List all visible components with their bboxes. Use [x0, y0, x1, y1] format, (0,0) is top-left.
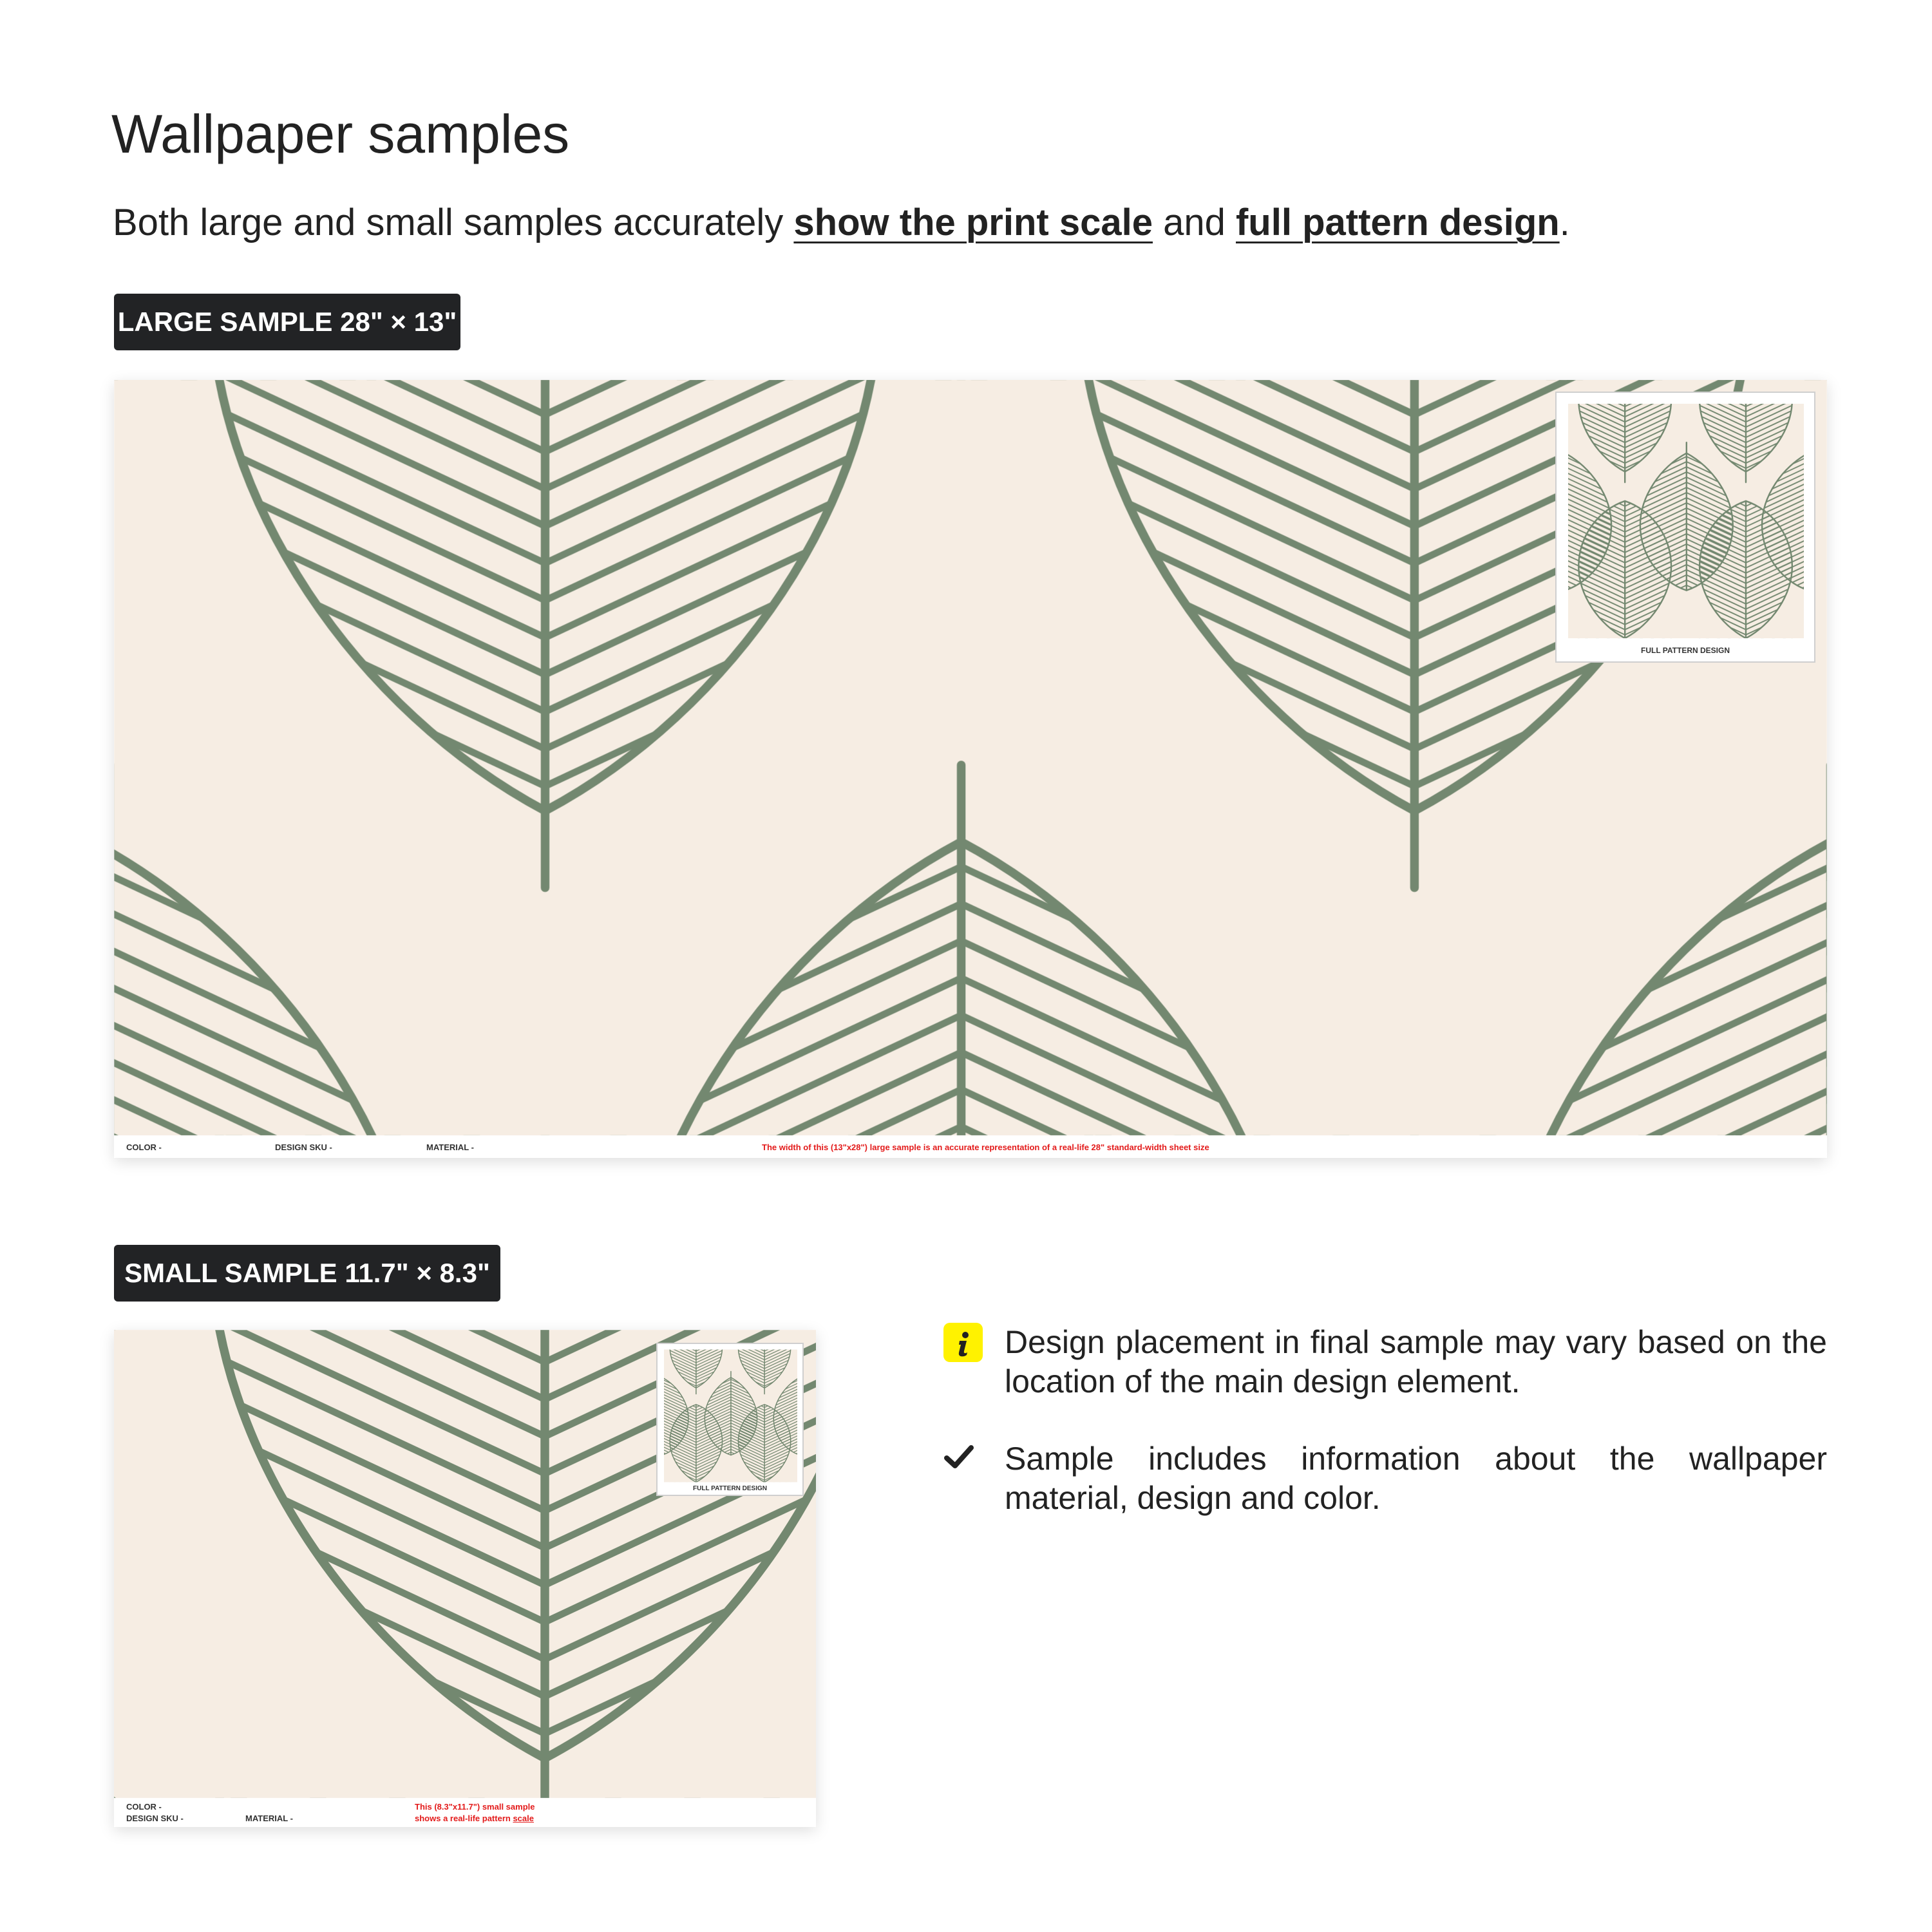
scale-note: The width of this (13"x28") large sample…	[762, 1142, 1209, 1152]
check-icon	[944, 1441, 975, 1472]
thumbnail-pattern	[1568, 403, 1804, 639]
full-pattern-link[interactable]: full pattern design	[1235, 202, 1560, 243]
large-sample-card: FULL PATTERN DESIGN COLOR - DESIGN SKU -…	[114, 380, 1827, 1158]
leaf-pattern-fill	[664, 1349, 797, 1482]
thumbnail-label: FULL PATTERN DESIGN	[693, 1485, 767, 1492]
thumbnail-pattern	[664, 1349, 797, 1482]
subtitle-text: Both large and small samples accurately	[113, 202, 794, 243]
print-scale-link[interactable]: show the print scale	[793, 202, 1153, 243]
scale-note-line2: shows a real-life pattern scale	[415, 1814, 534, 1823]
note-sample-info: Sample includes information about the wa…	[1005, 1441, 1827, 1516]
small-sample-footer: COLOR - DESIGN SKU - MATERIAL - This (8.…	[114, 1798, 816, 1827]
scale-link[interactable]: scale	[513, 1814, 534, 1823]
scale-note-text: shows a real-life pattern	[415, 1814, 513, 1823]
small-full-pattern-thumbnail: FULL PATTERN DESIGN	[656, 1343, 804, 1496]
design-sku-field: DESIGN SKU -	[126, 1814, 184, 1823]
page-title: Wallpaper samples	[111, 104, 570, 164]
large-full-pattern-thumbnail: FULL PATTERN DESIGN	[1555, 392, 1815, 663]
thumbnail-label: FULL PATTERN DESIGN	[1641, 646, 1730, 655]
design-sku-field: DESIGN SKU -	[275, 1142, 332, 1152]
scale-note-line1: This (8.3"x11.7") small sample	[415, 1802, 535, 1812]
material-field: MATERIAL -	[245, 1814, 293, 1823]
large-sample-footer: COLOR - DESIGN SKU - MATERIAL - The widt…	[114, 1135, 1827, 1158]
info-icon	[943, 1323, 983, 1362]
subtitle: Both large and small samples accurately …	[113, 201, 1570, 244]
small-sample-card: FULL PATTERN DESIGN COLOR - DESIGN SKU -…	[114, 1330, 816, 1827]
note-design-placement: Design placement in final sample may var…	[1005, 1324, 1827, 1399]
large-sample-pattern	[114, 380, 1827, 1135]
large-sample-badge: LARGE SAMPLE 28" × 13"	[114, 294, 460, 350]
subtitle-text: .	[1559, 202, 1570, 243]
leaf-pattern-fill	[1568, 403, 1804, 639]
leaf-pattern-fill	[114, 380, 1827, 1135]
subtitle-text: and	[1152, 202, 1236, 243]
color-field: COLOR -	[126, 1142, 162, 1152]
small-sample-badge: SMALL SAMPLE 11.7" × 8.3"	[114, 1245, 500, 1302]
material-field: MATERIAL -	[426, 1142, 474, 1152]
color-field: COLOR -	[126, 1802, 162, 1812]
